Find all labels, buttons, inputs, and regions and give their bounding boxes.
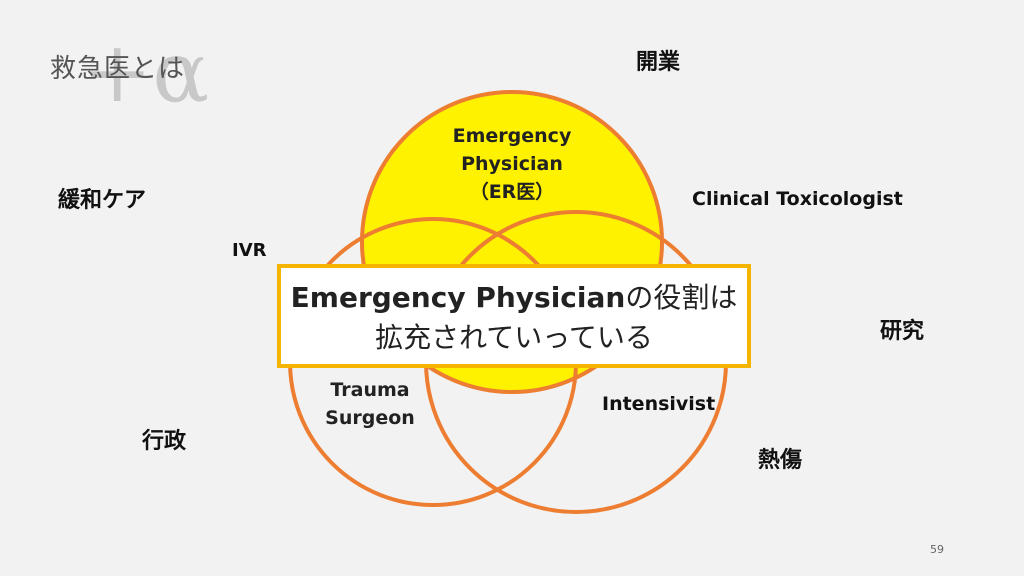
callout-rest: の役割は: [625, 281, 738, 314]
slide-title: 救急医とは: [50, 54, 186, 84]
venn-label-intensivist: Intensivist: [602, 393, 716, 415]
callout-box: Emergency Physicianの役割は 拡充されていっている: [277, 264, 751, 368]
page-number: 59: [930, 543, 944, 556]
venn-label-er-line3: （ER医）: [469, 181, 555, 203]
label-clinical-toxicologist: Clinical Toxicologist: [692, 188, 903, 210]
label-nesshou: 熱傷: [758, 448, 803, 473]
venn-label-er-line1: Emergency: [452, 125, 572, 147]
label-gyousei: 行政: [142, 429, 187, 454]
label-kenkyuu: 研究: [880, 319, 925, 344]
venn-label-er-line2: Physician: [461, 153, 563, 175]
label-ivr: IVR: [232, 240, 267, 261]
venn-label-trauma-line2: Surgeon: [325, 407, 415, 429]
venn-label-er: Emergency Physician （ER医）: [432, 122, 592, 206]
callout-line1: Emergency Physicianの役割は: [281, 278, 747, 318]
venn-label-trauma-line1: Trauma: [330, 379, 410, 401]
label-kanwa-care: 緩和ケア: [58, 188, 147, 213]
label-kaigyou: 開業: [636, 50, 681, 75]
venn-label-trauma: Trauma Surgeon: [310, 376, 430, 432]
watermark-text: +α: [82, 23, 210, 121]
callout-line2: 拡充されていっている: [375, 321, 653, 354]
callout-emphasis: Emergency Physician: [290, 281, 626, 314]
